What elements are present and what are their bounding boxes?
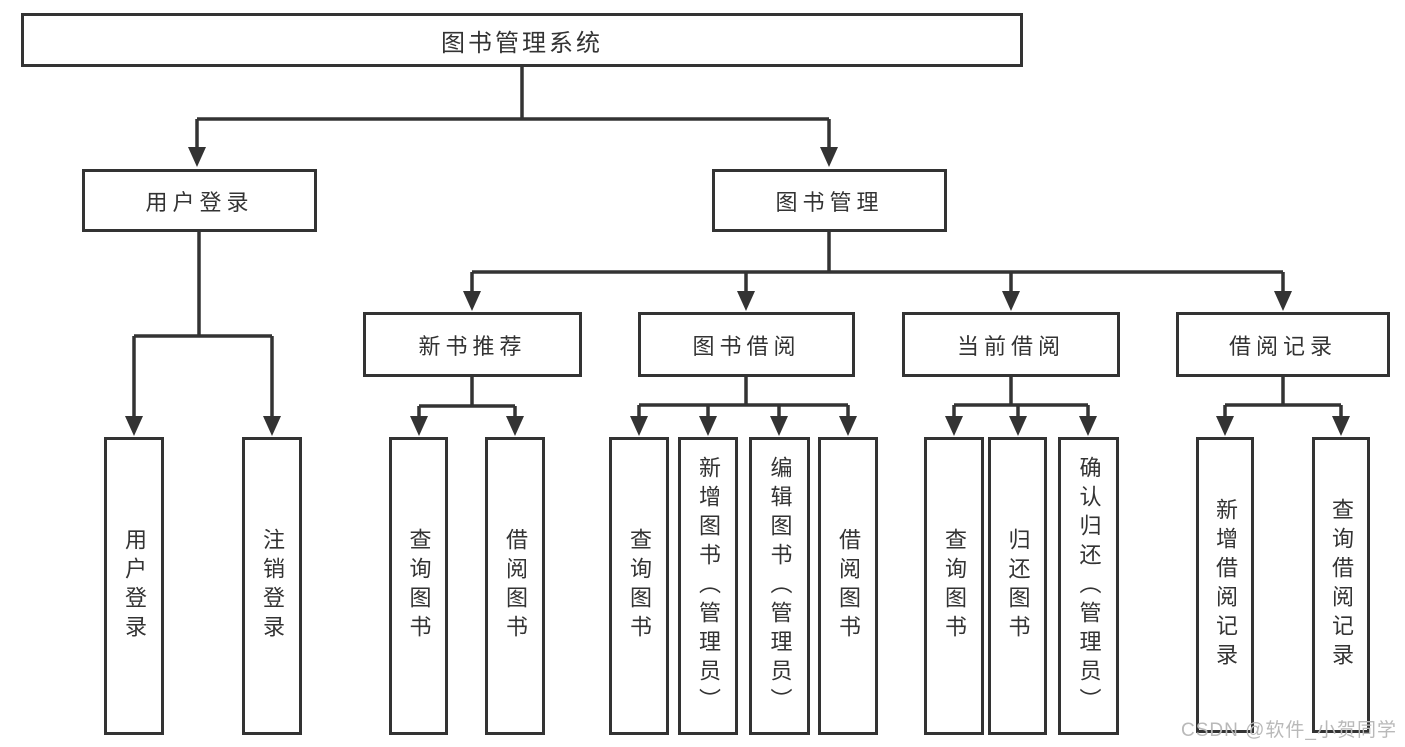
- leaf-logout-label: 注销登录: [260, 528, 285, 644]
- leaf-current-query-book-label: 查询图书: [942, 528, 967, 644]
- connector-book-borrow-to-leaves: [630, 377, 857, 436]
- leaf-borrow-edit-book-admin-label: 编辑图书（管理员）: [767, 455, 793, 717]
- leaf-current-return-book-label: 归还图书: [1005, 528, 1031, 644]
- leaf-borrow-add-book-admin: 新增图书（管理员）: [678, 437, 738, 735]
- leaf-newrec-query-book: 查询图书: [389, 437, 448, 735]
- node-library-system: 图书管理系统: [21, 13, 1023, 67]
- leaf-borrow-query-book-label: 查询图书: [627, 528, 652, 644]
- node-borrow-records: 借阅记录: [1176, 312, 1390, 377]
- leaf-records-add-record-label: 新增借阅记录: [1213, 498, 1238, 672]
- connector-book-mgmt-to-level3: [463, 232, 1292, 311]
- node-book-borrow: 图书借阅: [638, 312, 855, 377]
- node-user-login-group-label: 用户登录: [145, 189, 254, 215]
- node-new-book-recommend-label: 新书推荐: [418, 333, 527, 359]
- leaf-borrow-borrow-book-label: 借阅图书: [836, 528, 861, 644]
- node-user-login-group: 用户登录: [82, 169, 317, 232]
- csdn-watermark: CSDN @软件_小贺同学: [1181, 720, 1397, 741]
- connector-user-login-to-leaves: [125, 232, 281, 436]
- leaf-user-login: 用户登录: [104, 437, 164, 735]
- connector-borrow-records-to-leaves: [1216, 377, 1350, 436]
- connector-new-book-to-leaves: [410, 377, 524, 436]
- leaf-user-login-label: 用户登录: [122, 528, 147, 644]
- leaf-borrow-edit-book-admin: 编辑图书（管理员）: [749, 437, 810, 735]
- leaf-newrec-query-book-label: 查询图书: [406, 528, 432, 644]
- leaf-current-confirm-return-admin-label: 确认归还（管理员）: [1076, 455, 1102, 717]
- leaf-newrec-borrow-book: 借阅图书: [485, 437, 545, 735]
- leaf-records-add-record: 新增借阅记录: [1196, 437, 1254, 733]
- leaf-current-return-book: 归还图书: [988, 437, 1047, 735]
- leaf-borrow-borrow-book: 借阅图书: [818, 437, 878, 735]
- node-current-borrow-label: 当前借阅: [956, 333, 1065, 359]
- node-book-management-group: 图书管理: [712, 169, 947, 232]
- node-library-system-label: 图书管理系统: [441, 29, 603, 57]
- node-new-book-recommend: 新书推荐: [363, 312, 582, 377]
- node-current-borrow: 当前借阅: [902, 312, 1120, 377]
- leaf-logout: 注销登录: [242, 437, 302, 735]
- node-borrow-records-label: 借阅记录: [1228, 333, 1337, 359]
- leaf-borrow-add-book-admin-label: 新增图书（管理员）: [696, 455, 721, 717]
- connector-root-to-level2: [188, 67, 838, 167]
- node-book-borrow-label: 图书借阅: [692, 333, 801, 359]
- connector-current-borrow-to-leaves: [945, 377, 1097, 436]
- leaf-newrec-borrow-book-label: 借阅图书: [503, 528, 528, 644]
- leaf-borrow-query-book: 查询图书: [609, 437, 669, 735]
- leaf-records-query-record: 查询借阅记录: [1312, 437, 1370, 733]
- node-book-management-group-label: 图书管理: [775, 189, 884, 215]
- leaf-current-query-book: 查询图书: [924, 437, 984, 735]
- leaf-records-query-record-label: 查询借阅记录: [1329, 498, 1354, 672]
- leaf-current-confirm-return-admin: 确认归还（管理员）: [1058, 437, 1119, 735]
